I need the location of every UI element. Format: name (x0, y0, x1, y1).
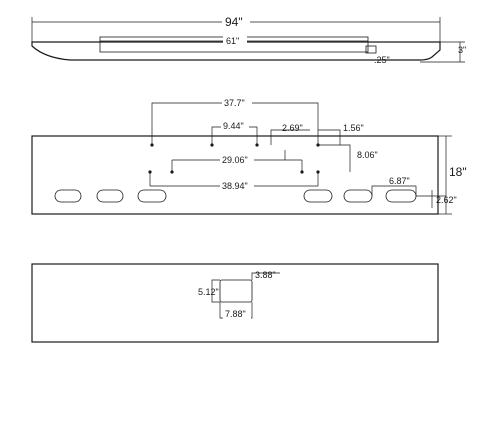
top-view: 94" 61" .25" 3" (31, 15, 466, 65)
dim-29-06-label-bg (220, 153, 254, 164)
dim-9-44-label: 9.44" (223, 121, 244, 131)
dim-29-06-label: 29.06" (222, 155, 248, 165)
dim-025-label: .25" (374, 55, 390, 65)
dim-8-06-label: 8.06" (357, 150, 378, 160)
dim-6-87-label: 6.87" (389, 176, 410, 186)
dim-3-label: 3" (458, 45, 466, 55)
slot-5 (343, 189, 373, 203)
dim-1-56-label: 1.56" (343, 123, 364, 133)
dim-94-label-bg (222, 15, 250, 27)
dim-61-label: 61" (226, 36, 239, 46)
cutout-rect (219, 279, 253, 303)
dim-7-88-label-bg (223, 308, 251, 319)
dim-2-69-label: 2.69" (282, 123, 303, 133)
dim-37-7-label: 37.7" (224, 98, 245, 108)
dim-7-88-label: 7.88" (225, 309, 246, 319)
front-view-outline (31, 135, 439, 215)
top-view-offset-rect (365, 45, 377, 54)
dim-18-label: 18" (449, 165, 467, 179)
dim-2-69-line (270, 129, 310, 145)
slot-3 (137, 189, 167, 203)
dim-3-88-line (251, 272, 280, 280)
dim-8-06-line (318, 144, 351, 172)
slot-1 (54, 189, 82, 203)
dim-2-62-label: 2.62" (436, 195, 457, 205)
front-view: 37.7" 9.44" 2.69" 1.56" 8.06" 29.06" 38.… (31, 96, 467, 215)
dim-6-87-label-bg (387, 174, 415, 185)
dim-38-94-label-bg (220, 179, 254, 190)
dim-6-87-line (371, 185, 417, 196)
dim-61-label-bg (223, 34, 247, 45)
slot-2 (96, 189, 124, 203)
dim-1-56-line (318, 129, 341, 145)
dim-94-label: 94" (225, 15, 243, 29)
dim-5-12-label: 5.12" (198, 287, 219, 297)
dim-5-12-line (211, 279, 220, 303)
top-view-outline (31, 41, 441, 61)
dim-37-7-label-bg (222, 96, 252, 107)
dim-9-44-label-bg (221, 119, 249, 130)
slot-4 (303, 189, 333, 203)
rear-view-outline (31, 263, 439, 343)
dim-38-94-label: 38.94" (222, 181, 248, 191)
rear-view: 3.88" 5.12" 7.88" (31, 263, 439, 343)
slot-6 (385, 189, 417, 203)
dim-3-88-label: 3.88" (255, 270, 276, 280)
